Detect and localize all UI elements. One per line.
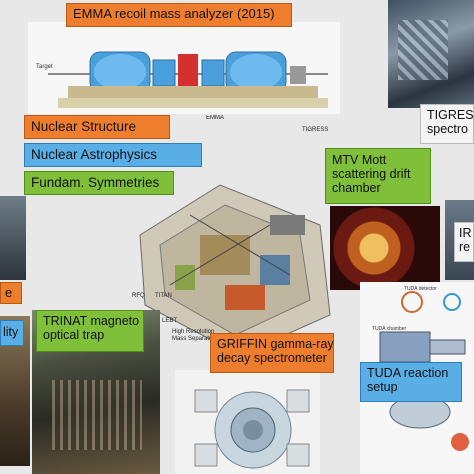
floorplan-tigress-label: TIGRESS <box>302 127 329 133</box>
fundam-symmetries-text: Fundam. Symmetries <box>31 175 160 190</box>
tigress-label-line2: spectro <box>427 122 468 136</box>
left-ity-label: lity <box>0 320 24 346</box>
nuclear-astrophysics-label: Nuclear Astrophysics <box>24 143 202 167</box>
emma-schematic <box>28 22 340 114</box>
nuclear-structure-label: Nuclear Structure <box>24 115 170 139</box>
floorplan-lebt-label: LEBT <box>162 318 178 324</box>
griffin-label: GRIFFIN gamma-ray decay spectrometer <box>210 333 334 373</box>
left-e-label: e <box>0 282 22 304</box>
griffin-label-line1: GRIFFIN gamma-ray <box>217 337 334 351</box>
tigress-photo <box>388 0 474 108</box>
trinat-label-line1: TRINAT magneto <box>43 314 140 328</box>
mtv-label-line1: MTV Mott <box>332 153 387 167</box>
floorplan-rfq-label: RFQ <box>132 293 145 299</box>
emma-label-text: EMMA recoil mass analyzer (2015) <box>73 6 275 21</box>
tuda-drawing <box>379 291 469 451</box>
floorplan-emma-label: EMMA <box>206 115 224 121</box>
left-e-text: e <box>5 285 13 300</box>
trinat-photo-detail <box>52 380 142 450</box>
left-ity-text: lity <box>3 325 19 339</box>
mtv-photo <box>330 206 440 290</box>
griffin-drawing <box>194 389 310 469</box>
griffin-label-line2: decay spectrometer <box>217 351 327 365</box>
iris-label-line1: IR <box>459 226 472 240</box>
nuclear-structure-text: Nuclear Structure <box>31 119 137 134</box>
floorplan-hrs-label-1: High Resolution <box>172 329 215 335</box>
trinat-label-line2: optical trap <box>43 328 105 342</box>
left-lab-photo <box>0 196 26 280</box>
tuda-label-line1: TUDA reaction <box>367 366 449 380</box>
griffin-photo <box>175 370 320 474</box>
tigress-label: TIGRES spectro <box>420 104 474 144</box>
trinat-label: TRINAT magneto optical trap <box>36 310 144 352</box>
floorplan-drawing <box>139 184 331 356</box>
iris-label-line2: re <box>459 240 471 254</box>
mtv-label-line2: scattering drift <box>332 167 411 181</box>
emma-diagram: Target <box>28 22 340 114</box>
tuda-label-line2: setup <box>367 380 398 394</box>
mtv-label: MTV Mott scattering drift chamber <box>325 148 431 204</box>
fundam-symmetries-label: Fundam. Symmetries <box>24 171 174 195</box>
floorplan-titan-label: TITAN <box>155 293 172 299</box>
mtv-label-line3: chamber <box>332 181 381 195</box>
tuda-label: TUDA reaction setup <box>360 362 462 402</box>
tuda-title-label: TUDA detector <box>404 286 437 292</box>
iris-label: IR re <box>454 222 474 262</box>
floorplan-hrs-label-2: Mass Separator <box>172 336 215 342</box>
tigress-label-line1: TIGRES <box>427 108 474 122</box>
tuda-chamber-label: TUDA chamber <box>372 326 407 332</box>
nuclear-astrophysics-text: Nuclear Astrophysics <box>31 147 158 162</box>
emma-target-label: Target <box>36 64 53 70</box>
tigress-photo-detail <box>398 20 448 80</box>
emma-label: EMMA recoil mass analyzer (2015) <box>66 3 292 27</box>
